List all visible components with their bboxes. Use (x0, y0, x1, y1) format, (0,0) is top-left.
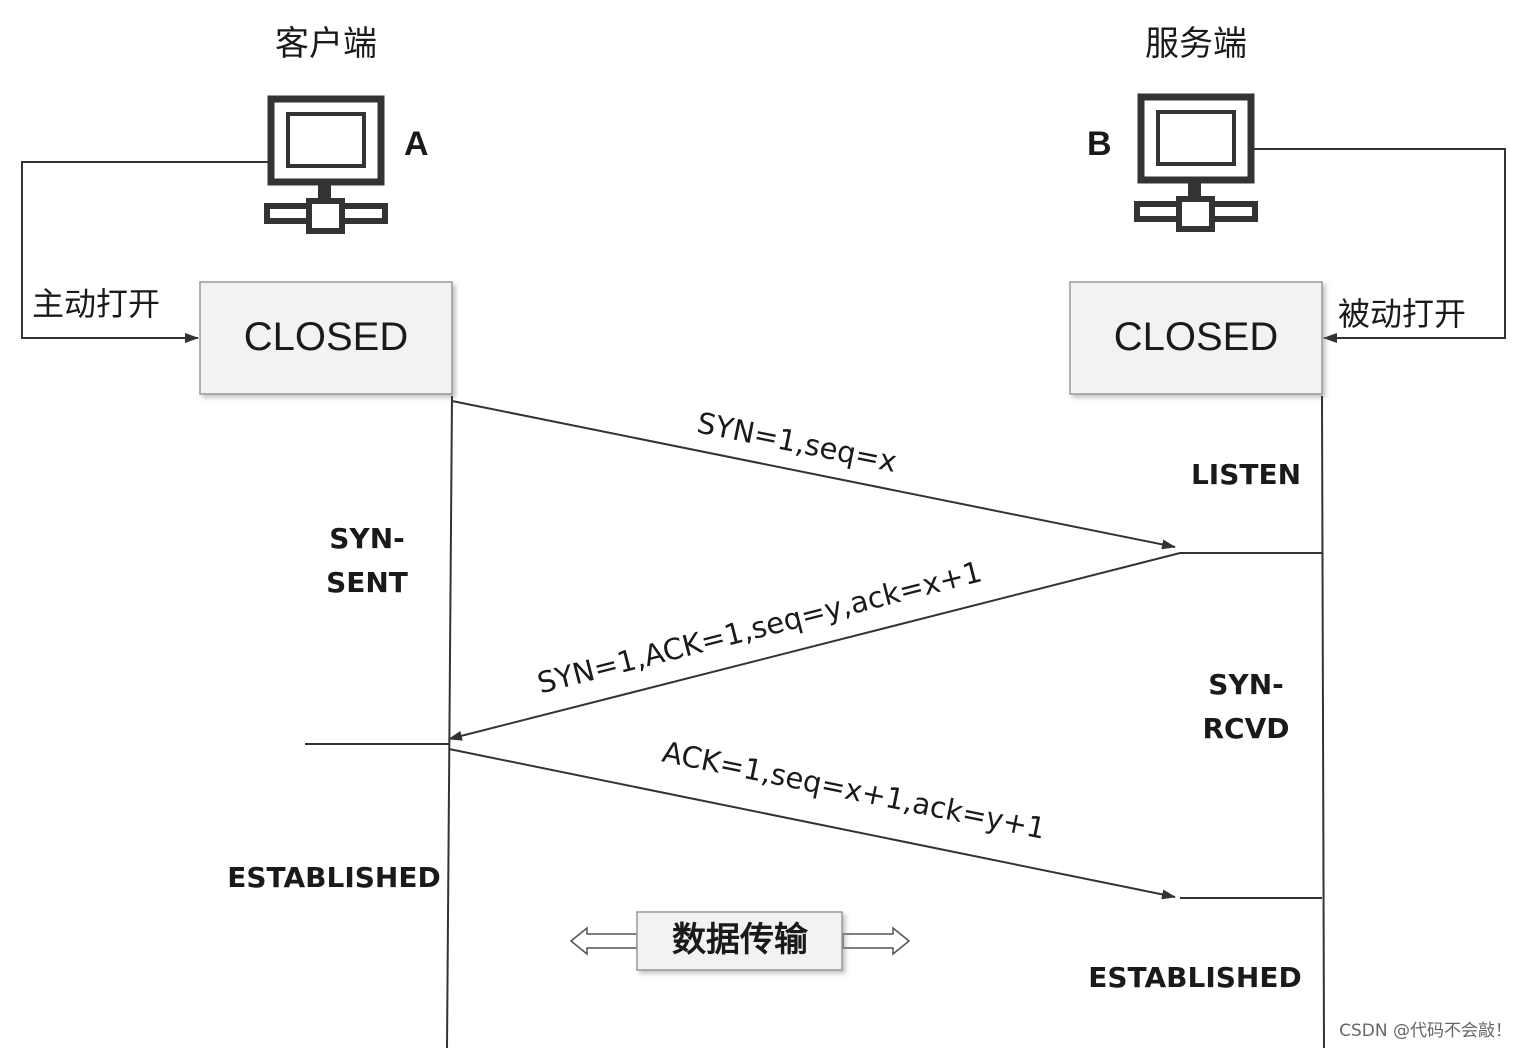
server-host-label: B (1087, 125, 1112, 163)
passive-open-label: 被动打开 (1338, 295, 1466, 333)
ack-message-label: ACK=1,seq=x+1,ack=y+1 (659, 735, 1048, 846)
data-transfer-double-arrow-icon (569, 926, 911, 956)
data-transfer-label: 数据传输 (672, 920, 809, 960)
client-syn-sent-label-2: SENT (326, 566, 408, 599)
client-syn-sent-label-1: SYN- (329, 522, 405, 555)
client-host-label: A (404, 125, 429, 163)
client-title: 客户端 (275, 24, 377, 64)
data-transfer-box: 数据传输 (636, 911, 843, 971)
server-title: 服务端 (1145, 24, 1247, 64)
syn-ack-message-label: SYN=1,ACK=1,seq=y,ack=x+1 (534, 554, 985, 700)
client-closed-box: CLOSED (199, 281, 453, 395)
active-open-label: 主动打开 (32, 285, 160, 323)
server-established-label: ESTABLISHED (1088, 961, 1301, 994)
server-closed-box: CLOSED (1069, 281, 1323, 395)
client-closed-label: CLOSED (244, 315, 409, 359)
client-timeline (446, 395, 453, 1048)
syn-ack-arrow (448, 552, 1181, 741)
server-closed-label: CLOSED (1114, 315, 1279, 359)
server-listen-label: LISTEN (1191, 458, 1301, 491)
syn-message-label: SYN=1,seq=x (694, 406, 899, 479)
active-open-arrow (21, 161, 271, 343)
server-computer-icon (1134, 93, 1258, 232)
watermark: CSDN @代码不会敲！ (1339, 1021, 1512, 1041)
server-syn-rcvd-label-1: SYN- (1208, 668, 1284, 701)
server-syn-rcvd-label-2: RCVD (1202, 712, 1289, 745)
client-computer-icon (264, 95, 388, 234)
syn-arrow (451, 400, 1176, 550)
server-timeline (1321, 395, 1325, 1048)
client-established-label: ESTABLISHED (227, 861, 440, 894)
ack-arrow (448, 748, 1176, 900)
passive-open-arrow (1251, 148, 1506, 343)
